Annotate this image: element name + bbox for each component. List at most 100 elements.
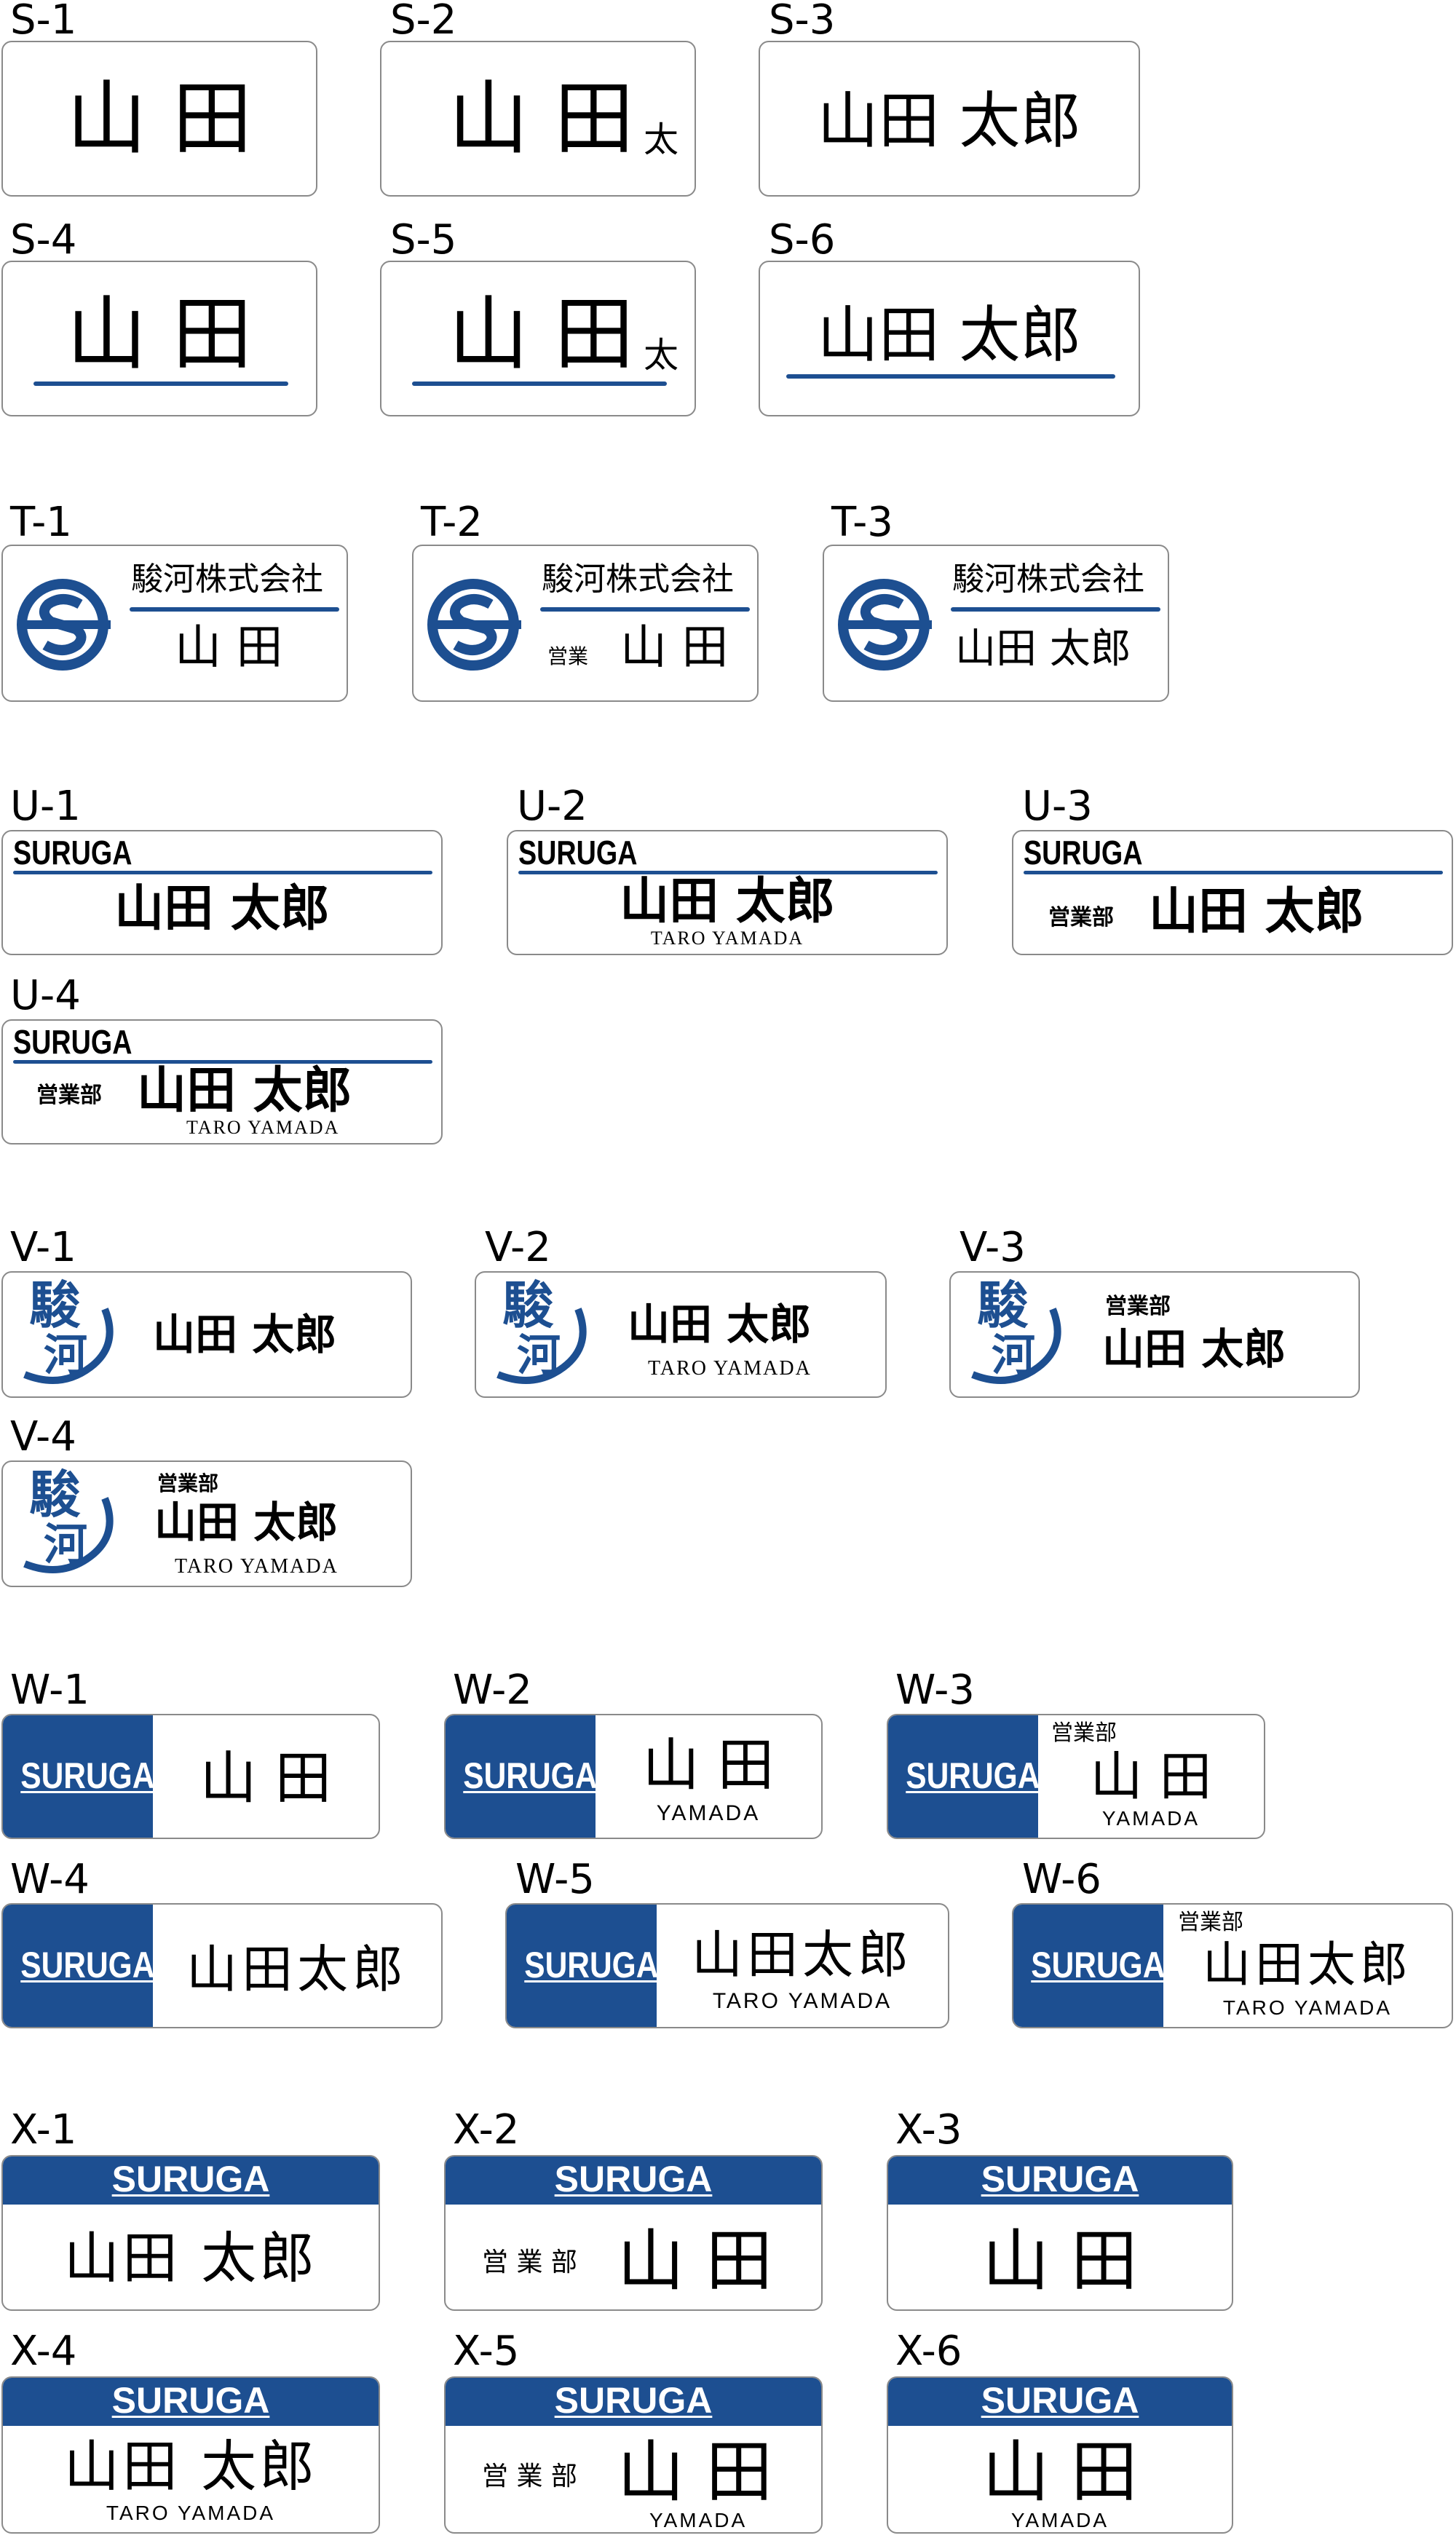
brand-header: SURUGA — [446, 2378, 821, 2426]
fullname-text: 山田 太郎 — [955, 625, 1131, 673]
accent-underline — [13, 1060, 432, 1064]
accent-underline — [33, 382, 288, 386]
romaji-text: TARO YAMADA — [186, 1117, 340, 1138]
label-w1: W-1 — [10, 1667, 90, 1714]
plate-t2: 駿河株式会社 営業 山 田 — [412, 545, 759, 702]
company-name: 駿河株式会社 — [131, 561, 323, 598]
brand-logo: SURUGA — [13, 834, 132, 871]
brand-logo: SURUGA — [981, 2380, 1139, 2421]
fullname-text: 山田太郎 — [692, 1925, 913, 1985]
brand-block: SURUGA — [507, 1905, 659, 2027]
given-initial-text: 太 — [644, 119, 679, 160]
logo-kanji-top: 駿 — [29, 1464, 80, 1525]
brand-logo: SURUGA — [20, 1945, 155, 1985]
department-text: 営業部 — [1178, 1910, 1243, 1935]
brand-logo: SURUGA — [906, 1755, 1040, 1796]
swoosh-icon — [496, 1308, 587, 1384]
label-x3: X-3 — [895, 2106, 962, 2154]
plate-s1: 山 田 — [1, 41, 317, 197]
label-t3: T-3 — [831, 499, 893, 546]
accent-underline — [951, 607, 1160, 612]
accent-underline — [518, 871, 938, 874]
label-s6: S-6 — [769, 216, 836, 264]
romaji-text: TARO YAMADA — [648, 1357, 812, 1380]
brand-block: SURUGA — [1013, 1905, 1165, 2027]
brand-logo: SURUGA — [518, 834, 638, 871]
brand-logo: SURUGA — [20, 1755, 155, 1796]
label-x4: X-4 — [10, 2328, 77, 2375]
label-s4: S-4 — [10, 216, 77, 264]
surname-text: 山 田 — [982, 2222, 1138, 2300]
department-text: 営業部 — [1048, 905, 1114, 930]
plate-w1: SURUGA 山 田 — [1, 1714, 380, 1839]
plate-s4: 山 田 — [1, 261, 317, 416]
department-text: 営業部 — [1105, 1294, 1171, 1319]
given-initial-text: 太 — [644, 335, 679, 376]
plate-t3: 駿河株式会社 山田 太郎 — [823, 545, 1169, 702]
label-w3: W-3 — [895, 1667, 975, 1714]
brand-logo: SURUGA — [13, 1023, 132, 1061]
surname-text: 山 田 — [617, 2222, 773, 2300]
fullname-text: 山田 太郎 — [63, 2226, 318, 2290]
fullname-text: 山田 太郎 — [1149, 882, 1364, 941]
plate-t1: 駿河株式会社 山 田 — [1, 545, 348, 702]
label-t1: T-1 — [10, 499, 72, 546]
department-text: 営業部 — [157, 1471, 219, 1495]
surname-text: 山 田 — [66, 288, 253, 381]
plate-x2: SURUGA 営 業 部 山 田 — [444, 2155, 823, 2311]
plate-v4: 駿 河 営業部 山田 太郎 TARO YAMADA — [1, 1460, 412, 1587]
label-w5: W-5 — [515, 1856, 595, 1903]
fullname-text: 山田太郎 — [1203, 1937, 1412, 1993]
surname-text: 山 田 — [175, 621, 283, 675]
fullname-text: 山田 太郎 — [114, 879, 330, 938]
plate-x5: SURUGA 営 業 部 山 田 YAMADA — [444, 2376, 823, 2534]
plate-x4: SURUGA 山田 太郎 TARO YAMADA — [1, 2376, 380, 2534]
fullname-text: 山田 太郎 — [154, 1498, 339, 1547]
plate-w6: SURUGA 営業部 山田太郎 TARO YAMADA — [1012, 1903, 1453, 2028]
label-s5: S-5 — [390, 216, 457, 264]
fullname-text: 山田 太郎 — [620, 872, 835, 930]
brand-logo: SURUGA — [554, 2159, 713, 2199]
brand-block: SURUGA — [888, 1715, 1040, 1838]
plate-u4: SURUGA 営業部 山田 太郎 TARO YAMADA — [1, 1019, 443, 1145]
plate-u3: SURUGA 営業部 山田 太郎 — [1012, 830, 1453, 955]
brand-block: SURUGA — [446, 1715, 598, 1838]
plate-v2: 駿 河 山田 太郎 TARO YAMADA — [475, 1271, 887, 1398]
label-v3: V-3 — [960, 1224, 1026, 1271]
swoosh-icon — [23, 1497, 114, 1573]
logo-kanji-top: 駿 — [977, 1275, 1028, 1335]
brand-logo: SURUGA — [981, 2159, 1139, 2199]
brand-logo: SURUGA — [463, 1755, 598, 1796]
surname-text: 山 田 — [448, 288, 634, 381]
department-text: 営 業 部 — [482, 2248, 577, 2277]
brand-header: SURUGA — [3, 2156, 379, 2205]
plate-s2: 山 田 太 — [380, 41, 696, 197]
fullname-text: 山田 太郎 — [153, 1310, 337, 1359]
brand-block: SURUGA — [3, 1715, 155, 1838]
romaji-text: TARO YAMADA — [712, 1989, 893, 2013]
department-text: 営業部 — [36, 1083, 102, 1108]
accent-underline — [13, 871, 432, 874]
label-t2: T-2 — [421, 499, 483, 546]
accent-underline — [786, 374, 1115, 379]
logo-kanji-top: 駿 — [29, 1275, 80, 1335]
brand-logo: SURUGA — [524, 1945, 659, 1985]
brand-header: SURUGA — [888, 2156, 1232, 2205]
department-text: 営業部 — [1051, 1720, 1117, 1746]
brand-block: SURUGA — [3, 1905, 155, 2027]
romaji-text: TARO YAMADA — [650, 928, 804, 949]
plate-v1: 駿 河 山田 太郎 — [1, 1271, 412, 1398]
romaji-text: YAMADA — [1010, 2509, 1109, 2531]
plate-u2: SURUGA 山田 太郎 TARO YAMADA — [507, 830, 948, 955]
fullname-text: 山田 太郎 — [63, 2434, 318, 2499]
surname-text: 山 田 — [66, 72, 253, 165]
surname-text: 山 田 — [620, 621, 729, 675]
plate-x6: SURUGA 山 田 YAMADA — [887, 2376, 1233, 2534]
label-v4: V-4 — [10, 1413, 76, 1460]
accent-underline — [540, 607, 750, 612]
brand-logo: SURUGA — [111, 2159, 270, 2199]
romaji-text: YAMADA — [649, 2509, 748, 2531]
accent-underline — [130, 607, 339, 612]
plate-s5: 山 田 太 — [380, 261, 696, 416]
label-u2: U-2 — [517, 783, 587, 830]
